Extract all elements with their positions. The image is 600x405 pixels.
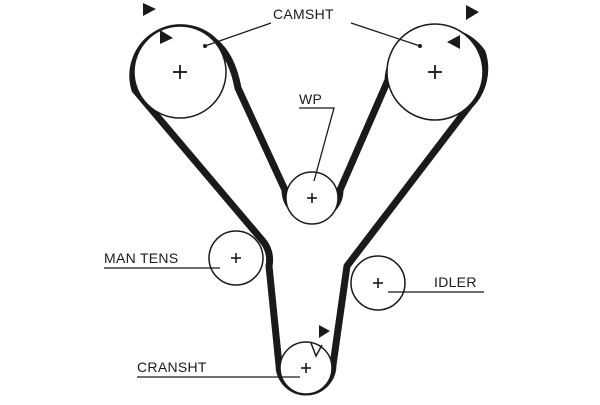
camshaft-label: CAMSHT [273,6,334,22]
pulley-center-cross-icon [173,65,187,79]
leader-lines [104,22,484,378]
timing-mark-triangle-icon [466,5,479,20]
manual-tensioner-pulley [208,230,264,286]
crank-timing-notch [310,342,323,358]
timing-mark-triangle-icon [160,30,173,44]
pulley-center-cross-icon [231,253,241,263]
right-camshaft-pulley [386,23,484,121]
timing-mark-triangle-icon [319,325,330,338]
pulley-center-cross-icon [428,65,442,79]
idler-label: IDLER [434,274,477,290]
crankshaft-pulley [279,341,333,395]
camsht-leader-left [204,22,272,47]
left-camshaft-pulley [133,25,227,119]
crankshaft-label: CRANSHT [137,359,207,375]
pulley-center-cross-icon [373,278,383,288]
pulley-center-cross-icon [301,363,311,373]
timing-mark-triangle-icon [143,3,156,16]
manual-tensioner-label: MAN TENS [104,250,179,266]
wp-leader [299,107,335,182]
water-pump-pulley [285,171,339,225]
timing-mark-triangle-icon [447,35,460,49]
idler-pulley [350,255,406,311]
camsht-leader-right [350,22,421,47]
pulley-center-cross-icon [307,193,317,203]
water-pump-label: WP [299,91,323,107]
